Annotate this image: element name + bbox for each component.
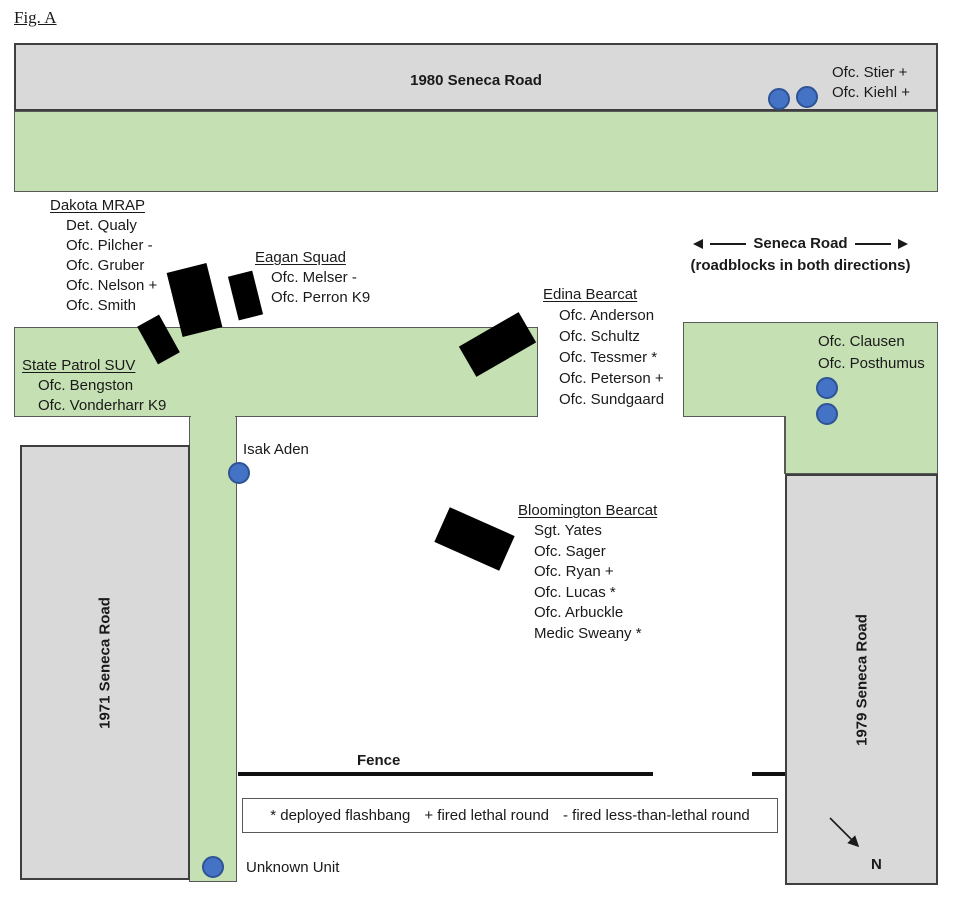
- seneca-road-callout: Seneca Road (roadblocks in both directio…: [683, 234, 918, 276]
- roster-title: Dakota MRAP: [50, 197, 146, 214]
- officer-name: Ofc. Kiehl +: [832, 84, 910, 101]
- officer-name: Ofc. Arbuckle: [534, 604, 624, 621]
- legend-item-less-lethal: - fired less-than-lethal round: [563, 806, 750, 824]
- building-1979-label: 1979 Seneca Road: [853, 613, 870, 746]
- roster-title: Eagan Squad: [255, 249, 346, 266]
- figure-label: Fig. A: [14, 8, 57, 27]
- roster-eagan-squad: Eagan Squad Ofc. Melser - Ofc. Perron K9: [255, 248, 370, 308]
- officer-name: Ofc. Sager: [534, 542, 606, 560]
- driveway-junction: [191, 414, 235, 419]
- north-label: N: [871, 856, 882, 873]
- arrow-right-line: [854, 242, 891, 246]
- legend-item-flashbang: * deployed flashbang: [270, 806, 411, 824]
- grass-north-strip: [14, 111, 938, 192]
- driveway: [189, 417, 237, 882]
- officer-name: Ofc. Posthumus: [818, 355, 925, 372]
- officer-name: Ofc. Bengston: [38, 377, 134, 394]
- officer-name: Ofc. Stier +: [832, 64, 908, 81]
- fence-line-west: [238, 772, 653, 776]
- unknown-unit-marker: [202, 856, 224, 878]
- officer-name: Medic Sweany *: [534, 624, 642, 642]
- officer-name: Ofc. Vonderharr K9: [38, 397, 167, 414]
- roster-title: Bloomington Bearcat: [518, 502, 658, 519]
- roadblocks-note: (roadblocks in both directions): [690, 257, 911, 274]
- officer-marker-stier: [768, 88, 790, 110]
- officer-name: Ofc. Lucas *: [534, 583, 616, 601]
- officer-name: Det. Qualy: [66, 217, 137, 234]
- officer-name: Sgt. Yates: [534, 522, 602, 539]
- fence-line-east: [752, 772, 785, 776]
- dakota-mrap-vehicle: [166, 263, 223, 337]
- officer-name: Ofc. Tessmer *: [559, 349, 658, 366]
- grass-east-notch: [683, 322, 785, 417]
- roster-edina-bearcat: Edina Bearcat Ofc. Anderson Ofc. Schultz…: [543, 285, 664, 410]
- building-1980-seneca: 1980 Seneca Road Ofc. Stier + Ofc. Kiehl…: [14, 43, 938, 111]
- officer-marker-clausen: [816, 377, 838, 399]
- building-1971-seneca: 1971 Seneca Road: [20, 445, 190, 880]
- unknown-unit-label: Unknown Unit: [246, 859, 340, 876]
- officer-name: Ofc. Anderson: [559, 307, 655, 324]
- roster-roof-officers: Ofc. Stier + Ofc. Kiehl +: [832, 63, 910, 103]
- officer-name: Ofc. Peterson +: [559, 370, 664, 387]
- officer-name: Ofc. Nelson +: [66, 277, 158, 294]
- roster-title: State Patrol SUV: [22, 357, 136, 374]
- isak-aden-label: Isak Aden: [243, 441, 309, 458]
- officer-name: Ofc. Gruber: [66, 257, 145, 274]
- roster-bloomington-bearcat: Bloomington Bearcat Sgt. Yates Ofc. Sage…: [518, 501, 657, 644]
- officer-name: Ofc. Melser -: [271, 269, 357, 286]
- grass-east-area: [785, 322, 938, 474]
- officer-name: Ofc. Ryan +: [534, 563, 614, 580]
- grass-west-band: [14, 327, 538, 417]
- legend-box: * deployed flashbang + fired lethal roun…: [242, 798, 778, 833]
- officer-name: Ofc. Smith: [66, 297, 137, 314]
- bloomington-bearcat-vehicle: [434, 507, 515, 571]
- arrow-left-line: [710, 242, 747, 246]
- arrow-left-icon: [693, 239, 704, 249]
- officer-name: Ofc. Schultz: [559, 328, 640, 345]
- officer-name: Ofc. Clausen: [818, 333, 905, 350]
- person-marker-isak-aden: [228, 462, 250, 484]
- building-1979-seneca: 1979 Seneca Road: [785, 474, 938, 885]
- fence-label: Fence: [357, 752, 401, 769]
- grass-notch-edge: [784, 416, 786, 474]
- arrow-right-icon: [897, 239, 908, 249]
- officer-name: Ofc. Pilcher -: [66, 237, 153, 254]
- seneca-road-label: Seneca Road: [753, 235, 848, 252]
- roster-dakota-mrap: Dakota MRAP Det. Qualy Ofc. Pilcher - Of…: [50, 196, 157, 316]
- legend-item-lethal: + fired lethal round: [424, 806, 550, 824]
- officer-name: Ofc. Perron K9: [271, 289, 371, 306]
- building-1971-label: 1971 Seneca Road: [96, 596, 114, 729]
- roster-east-officers: Ofc. Clausen Ofc. Posthumus: [818, 331, 925, 375]
- officer-marker-kiehl: [796, 86, 818, 108]
- roster-title: Edina Bearcat: [543, 286, 638, 303]
- building-1980-label: 1980 Seneca Road: [410, 72, 542, 89]
- officer-name: Ofc. Sundgaard: [559, 391, 665, 408]
- north-arrow-icon: [829, 817, 860, 848]
- officer-marker-posthumus: [816, 403, 838, 425]
- roster-state-patrol-suv: State Patrol SUV Ofc. Bengston Ofc. Vond…: [22, 356, 166, 416]
